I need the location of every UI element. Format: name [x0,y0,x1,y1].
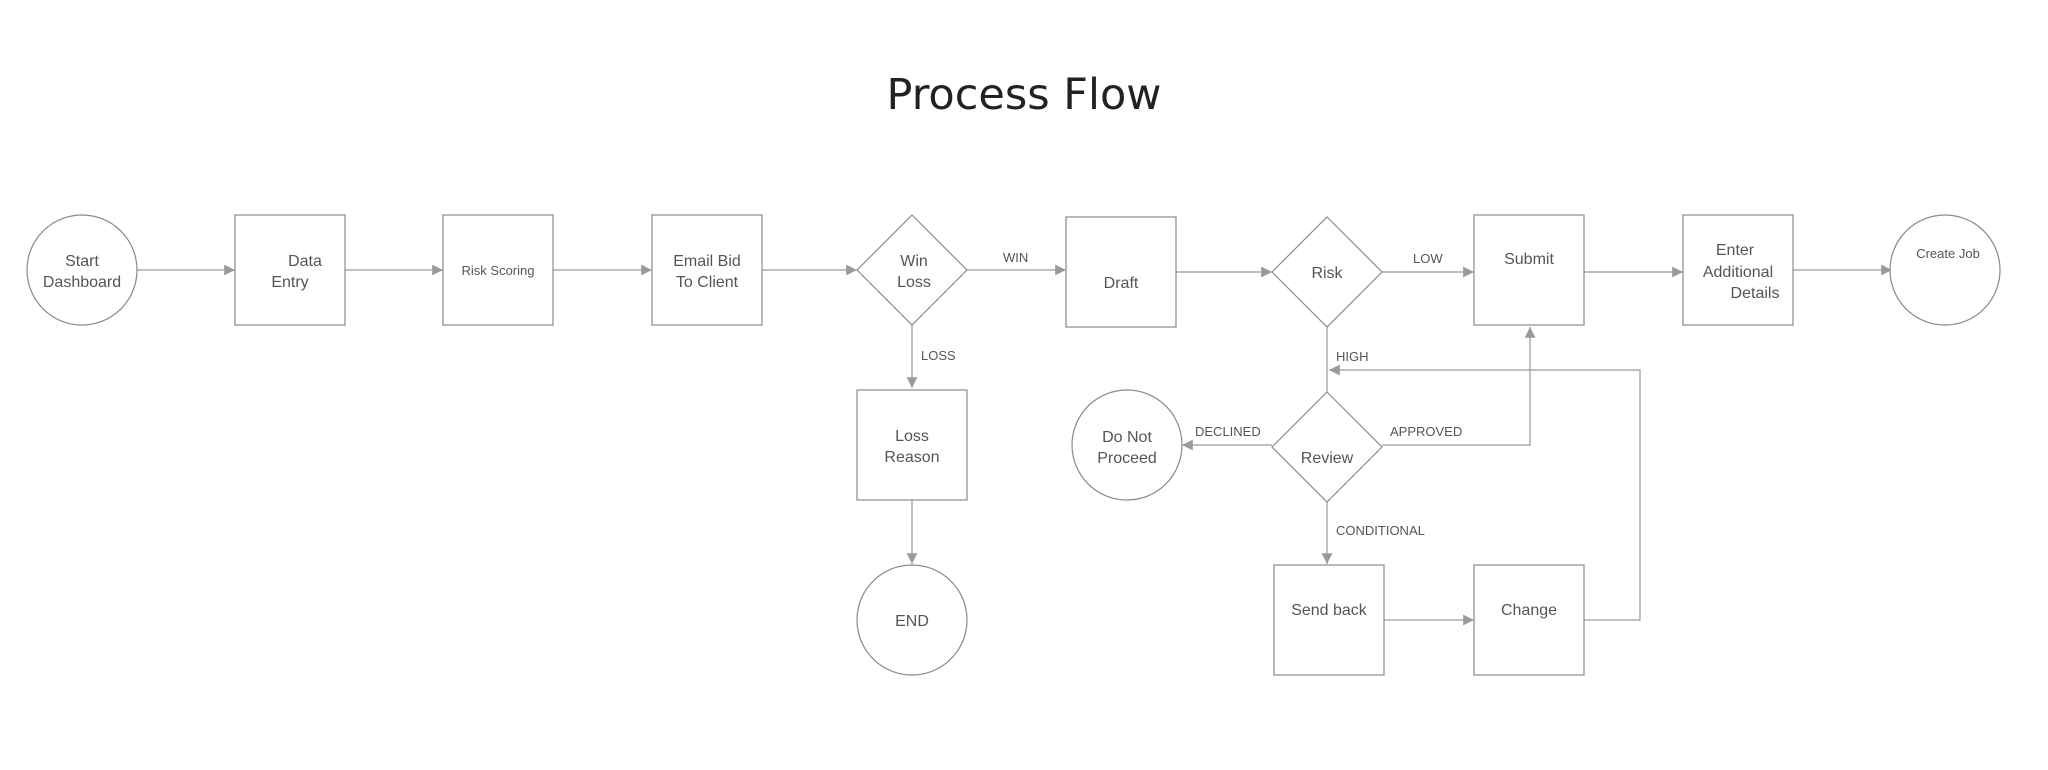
edge-labels: WIN LOSS LOW HIGH DECLINED APPROVED COND… [921,250,1462,538]
data-entry-node: Data Entry [234,214,346,326]
diagram-title: Process Flow [886,70,1162,120]
loss-reason-label-line2: Reason [884,449,939,466]
win-loss-label-line1: Win [900,253,928,270]
data-entry-label-line1: Data [288,253,322,270]
risk-label: Risk [1311,265,1343,282]
risk-scoring-label: Risk Scoring [462,263,535,278]
edge-label-loss: LOSS [921,348,956,363]
submit-node: Submit [1473,214,1585,326]
edge-label-high: HIGH [1336,349,1369,364]
submit-label: Submit [1504,251,1554,268]
send-back-node: Send back [1273,564,1385,676]
win-loss-label-line2: Loss [897,274,931,291]
do-not-proceed-label-line1: Do Not [1102,429,1152,446]
do-not-proceed-node: Do Not Proceed [1071,389,1183,501]
enter-details-label-line1: Enter [1716,242,1755,259]
edge-label-win: WIN [1003,250,1028,265]
end-label: END [895,613,929,630]
enter-details-label-line3: Details [1731,285,1780,302]
start-label-line1: Start [65,253,99,270]
edge-approved-to-submit [1382,327,1536,446]
data-entry-label-line2: Entry [271,274,308,291]
send-back-label: Send back [1291,602,1368,619]
edge-label-declined: DECLINED [1195,424,1261,439]
edge-label-approved: APPROVED [1390,424,1462,439]
start-node: Start Dashboard [26,214,138,326]
email-bid-label-line1: Email Bid [673,253,741,270]
loss-reason-node: Loss Reason [856,389,968,501]
edges [137,264,1892,626]
enter-details-label-line2: Additional [1703,264,1773,281]
draft-node: Draft [1065,216,1177,328]
review-label: Review [1301,450,1354,467]
loss-reason-label-line1: Loss [895,428,929,445]
email-bid-node: Email Bid To Client [651,214,763,326]
risk-scoring-node: Risk Scoring [442,214,554,326]
change-node: Change [1473,564,1585,676]
edge-label-conditional: CONDITIONAL [1336,523,1425,538]
email-bid-label-line2: To Client [676,274,739,291]
edge-change-to-review-loop [1329,364,1641,621]
create-job-node: Create Job [1889,214,2001,326]
risk-decision: Risk [1271,216,1383,328]
end-node: END [856,564,968,676]
change-label: Change [1501,602,1557,619]
create-job-label: Create Job [1916,246,1980,261]
draft-label: Draft [1104,275,1139,292]
start-label-line2: Dashboard [43,274,121,291]
edge-label-low: LOW [1413,251,1443,266]
do-not-proceed-label-line2: Proceed [1097,450,1157,467]
enter-details-node: Enter Additional Details [1682,214,1794,326]
review-decision: Review [1271,391,1383,503]
win-loss-decision: Win Loss [856,214,968,326]
